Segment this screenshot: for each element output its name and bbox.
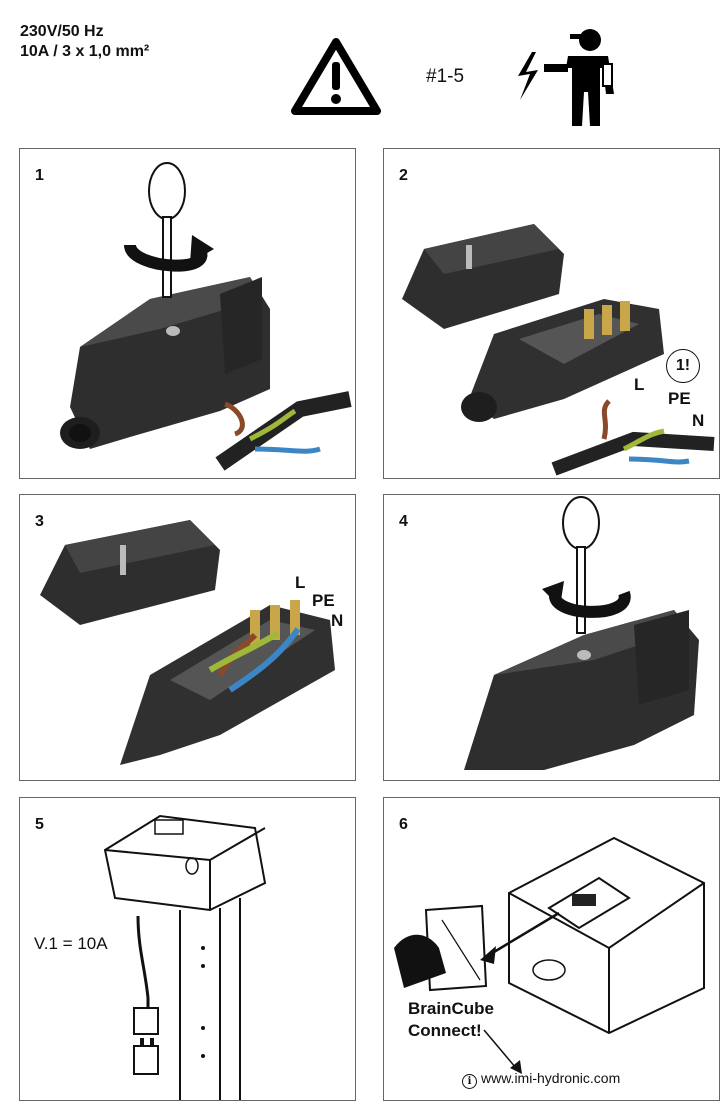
step-number: 4 xyxy=(399,513,408,530)
screwdriver-icon xyxy=(148,162,186,298)
step-number: 5 xyxy=(35,816,44,833)
wired-terminal-illustration xyxy=(40,520,335,765)
wire-label-live: L xyxy=(634,375,645,394)
rotate-arrow-icon xyxy=(542,581,631,618)
caution-badge: 1! xyxy=(666,349,700,383)
braincube-connect-label: BrainCube Connect! xyxy=(408,998,494,1042)
step-range: #1-5 xyxy=(426,66,465,87)
step-panel-1: 1 xyxy=(19,148,356,479)
power-spec: 230V/50 Hz 10A / 3 x 1,0 mm² xyxy=(20,22,149,62)
step-number: 6 xyxy=(399,816,408,833)
step-number: 1 xyxy=(35,167,44,184)
website-url: www.imi-hydronic.com xyxy=(481,1070,621,1086)
fuse-rating-label: V.1 = 10A xyxy=(34,934,108,953)
step-number: 3 xyxy=(35,513,44,530)
plug-connector-closed-illustration xyxy=(60,277,352,471)
wire-label-earth: PE xyxy=(312,591,335,610)
wire-label-neutral: N xyxy=(692,411,705,430)
plug-connector-closed-illustration xyxy=(464,610,699,770)
info-icon: i xyxy=(462,1074,477,1089)
qualified-electrician-icon xyxy=(518,29,614,126)
warning-triangle-icon xyxy=(291,38,381,115)
braincube-mounting-illustration xyxy=(103,814,267,1100)
wire-label-earth: PE xyxy=(668,389,691,408)
rotate-arrow-icon xyxy=(124,235,214,272)
website-link[interactable]: i www.imi-hydronic.com xyxy=(462,1070,620,1089)
wire-label-live: L xyxy=(295,573,306,592)
wire-label-neutral: N xyxy=(331,611,344,630)
step-panel-3: 3 L PE N xyxy=(19,494,356,781)
step-panel-5: 5 V.1 = 10A xyxy=(19,797,356,1101)
plug-connector-open-illustration xyxy=(402,224,715,476)
step-panel-6: 6 BrainCube Connect! i www.imi-hydronic.c… xyxy=(383,797,720,1101)
spec-voltage: 230V/50 Hz xyxy=(20,23,104,40)
step-panel-4: 4 xyxy=(383,494,720,781)
braincube-connect-illustration xyxy=(394,836,705,1074)
spec-current: 10A / 3 x 1,0 mm² xyxy=(20,43,150,60)
step-number: 2 xyxy=(399,167,408,184)
brand-line2: Connect! xyxy=(408,1021,482,1040)
step-panel-2: 2 1! L PE N xyxy=(383,148,720,479)
brand-line1: BrainCube xyxy=(408,999,494,1018)
screwdriver-icon xyxy=(562,496,600,634)
